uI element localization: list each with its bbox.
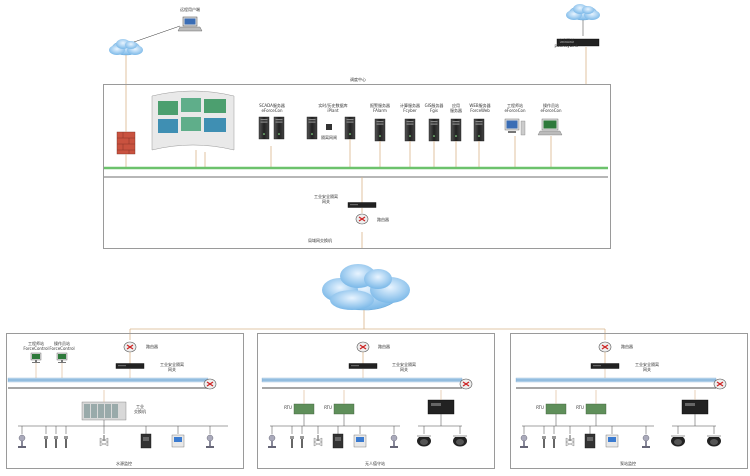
site-2-gateway-label: 工业安全隔离网关 [392,362,416,372]
remote-cloud-icon [108,38,144,56]
security-gateway-icon [556,38,600,47]
history-storage-icon [326,124,332,130]
site-1-plc-icon [81,401,127,421]
dispatch-center-frame [103,84,611,249]
site-2-name: 无人值守站 [365,461,385,466]
site-3-frame [510,333,748,469]
site-2-frame [257,333,495,469]
site-1-name: 水源监控 [116,461,132,466]
app-server-label: 应用服务器 [450,103,462,113]
site-3-router-label: 路由器 [621,344,633,349]
site-2-rtu2-label: RTU [324,405,332,410]
site-3-name: 泵站监控 [620,461,636,466]
video-wall-icon [151,90,235,151]
site-2-router-label: 路由器 [378,344,390,349]
wan-cloud-icon [322,264,410,311]
site-1-frame [6,333,244,469]
site-3-rtu1-label: RTU [536,405,544,410]
site-1-gateway-label: 工业安全隔离网关 [160,362,184,372]
isolation-gateway-label: 工业安全隔离网关 [314,194,338,204]
lan-switch-caption: 局域网交换机 [308,238,332,243]
site-1-router-label: 路由器 [146,344,158,349]
remote-cloud-icon [565,3,601,21]
engineer-station-icon [504,118,526,136]
site-3-gateway-label: 工业安全隔离网关 [635,362,659,372]
operator-station-icon [537,118,563,136]
site-2-rtu1-label: RTU [284,405,292,410]
site-3-rtu2-label: RTU [576,405,584,410]
router-label: 路由器 [377,217,389,222]
isolator-label: 隔离网闸 [321,135,337,140]
remote-user-label: 远程用户端 [180,7,200,12]
remote-laptop-icon [177,16,203,32]
site-1-switch-label: 工业交换机 [134,404,146,414]
dispatch-center-title: 调度中心 [350,77,366,82]
